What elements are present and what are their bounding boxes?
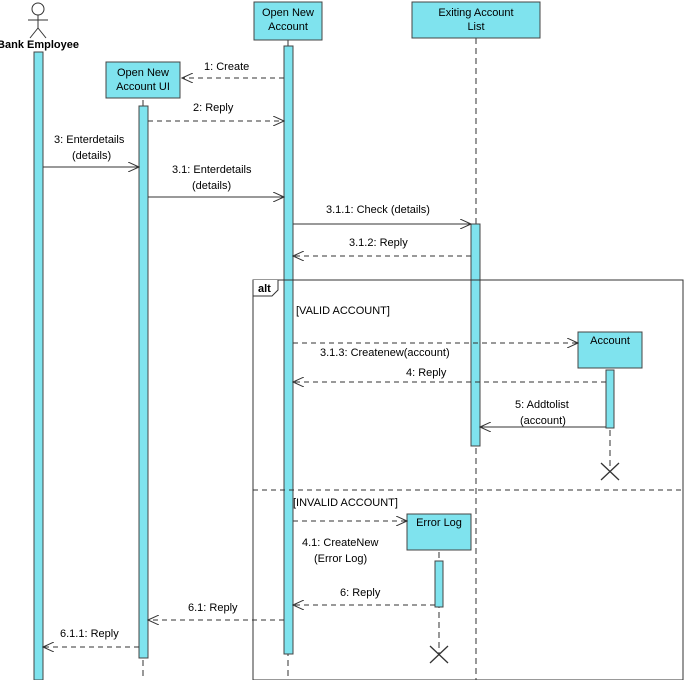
alt-fragment (252, 279, 684, 680)
msg-4-label: 4: Reply (406, 367, 447, 379)
activation-bank-employee (33, 51, 44, 680)
activation-account (605, 369, 615, 429)
msg-6-label: 6: Reply (340, 587, 381, 599)
msg-3-1-3-label: 3.1.3: Createnew(account) (320, 347, 450, 359)
msg-3-1-label-2: (details) (192, 180, 231, 192)
actor-label: Bank Employee (0, 39, 79, 51)
guard-valid: [VALID ACCOUNT] (296, 305, 390, 317)
activation-existing-list (470, 223, 481, 447)
alt-operator-tab (252, 280, 279, 297)
activation-error-log (434, 560, 444, 608)
msg-5-label-1: 5: Addtolist (515, 399, 569, 411)
msg-6-1-1-label: 6.1.1: Reply (60, 628, 119, 640)
destroy-account-icon (600, 462, 620, 481)
guard-invalid: [INVALID ACCOUNT] (293, 497, 398, 509)
account-label: Account (590, 335, 630, 347)
existing-list-box (411, 1, 541, 39)
msg-4-1-label-1: 4.1: CreateNew (302, 537, 378, 549)
error-log-label: Error Log (416, 517, 462, 529)
open-account-ui-box (105, 61, 181, 99)
open-account-ui-label-2: Account UI (116, 81, 170, 93)
account-box (577, 331, 643, 369)
open-account-ui-label-1: Open New (117, 67, 169, 79)
open-new-account-box (253, 1, 323, 41)
existing-list-label-1: Exiting Account (438, 7, 513, 19)
msg-4-1-label-2: (Error Log) (314, 553, 367, 565)
msg-3-label-2: (details) (72, 150, 111, 162)
alt-operator-label: alt (258, 283, 271, 295)
msg-2-label: 2: Reply (193, 102, 234, 114)
msg-3-1-1-label: 3.1.1: Check (details) (326, 204, 430, 216)
msg-6-1-label: 6.1: Reply (188, 602, 238, 614)
msg-3-label-1: 3: Enterdetails (54, 134, 125, 146)
msg-3-1-label-1: 3.1: Enterdetails (172, 164, 252, 176)
actor-icon (28, 2, 48, 39)
activation-open-account-ui (138, 105, 149, 659)
destroy-error-log-icon (429, 645, 449, 664)
activation-open-new-account (283, 45, 294, 655)
msg-1-label: 1: Create (204, 61, 249, 73)
open-new-account-label-2: Account (268, 21, 308, 33)
existing-list-label-2: List (467, 21, 484, 33)
msg-5-label-2: (account) (520, 415, 566, 427)
error-log-box (406, 513, 472, 551)
open-new-account-label-1: Open New (262, 7, 314, 19)
msg-3-1-2-label: 3.1.2: Reply (349, 237, 408, 249)
